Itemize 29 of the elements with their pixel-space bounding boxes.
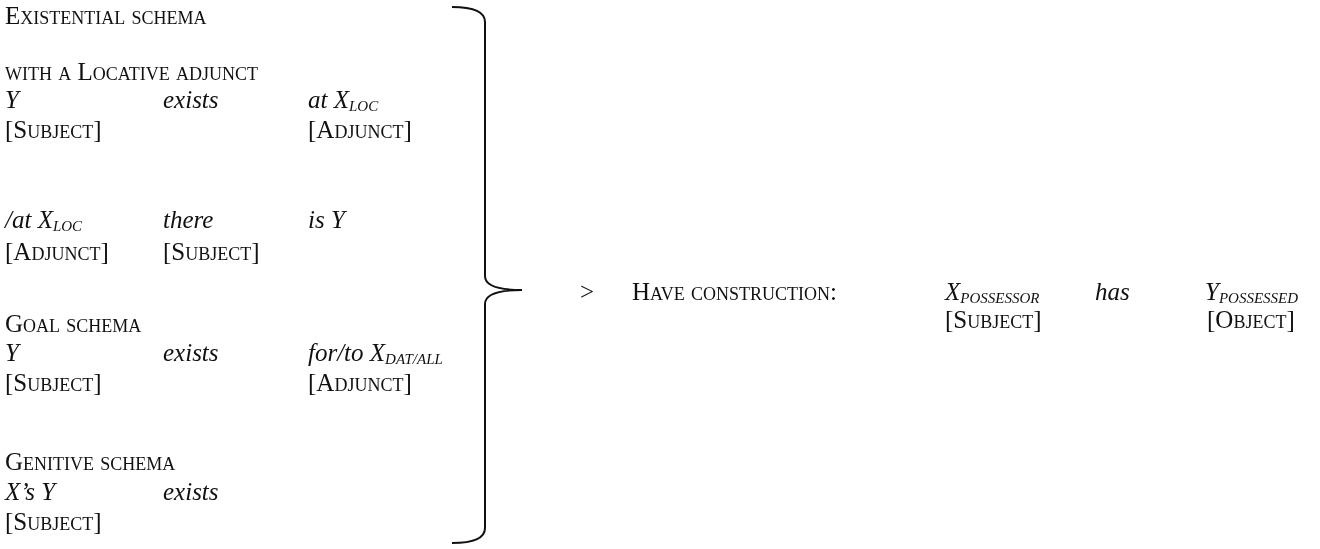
example-word: Y xyxy=(5,86,19,114)
role-label: [Object] xyxy=(1207,306,1295,334)
role-label: [Adjunct] xyxy=(308,116,412,144)
schema-heading: Genitive schema xyxy=(5,448,176,476)
role-label: [Adjunct] xyxy=(5,238,109,266)
example-word: Y xyxy=(5,339,19,367)
role-label: [Subject] xyxy=(5,116,102,144)
role-label: [Adjunct] xyxy=(308,369,412,397)
example-word: there xyxy=(163,206,214,234)
example-word: X’s Y xyxy=(5,478,56,506)
example-word: exists xyxy=(163,86,219,114)
example-word: exists xyxy=(163,478,219,506)
example-word: at X$_{LOC}$ xyxy=(308,86,379,114)
example-word: X$_{POSSESSOR}$ xyxy=(945,278,1040,306)
schema-heading: Existential schema xyxy=(5,2,207,30)
greater-than-sign: > xyxy=(580,278,595,306)
construction-heading: Have construction: xyxy=(632,278,837,306)
role-label: [Subject] xyxy=(5,508,102,536)
example-word: Y$_{POSSESSED}$ xyxy=(1205,278,1299,306)
example-word: for/to X$_{DAT/ALL}$ xyxy=(308,339,443,367)
example-word: /at X$_{LOC}$ xyxy=(5,206,83,234)
role-label: [Subject] xyxy=(945,306,1042,334)
role-label: [Subject] xyxy=(163,238,260,266)
example-word: exists xyxy=(163,339,219,367)
schema-heading: Goal schema xyxy=(5,310,142,338)
schema-subheading: with a Locative adjunct xyxy=(5,58,258,86)
role-label: [Subject] xyxy=(5,369,102,397)
example-word: is Y xyxy=(308,206,345,234)
example-word: has xyxy=(1095,278,1130,306)
